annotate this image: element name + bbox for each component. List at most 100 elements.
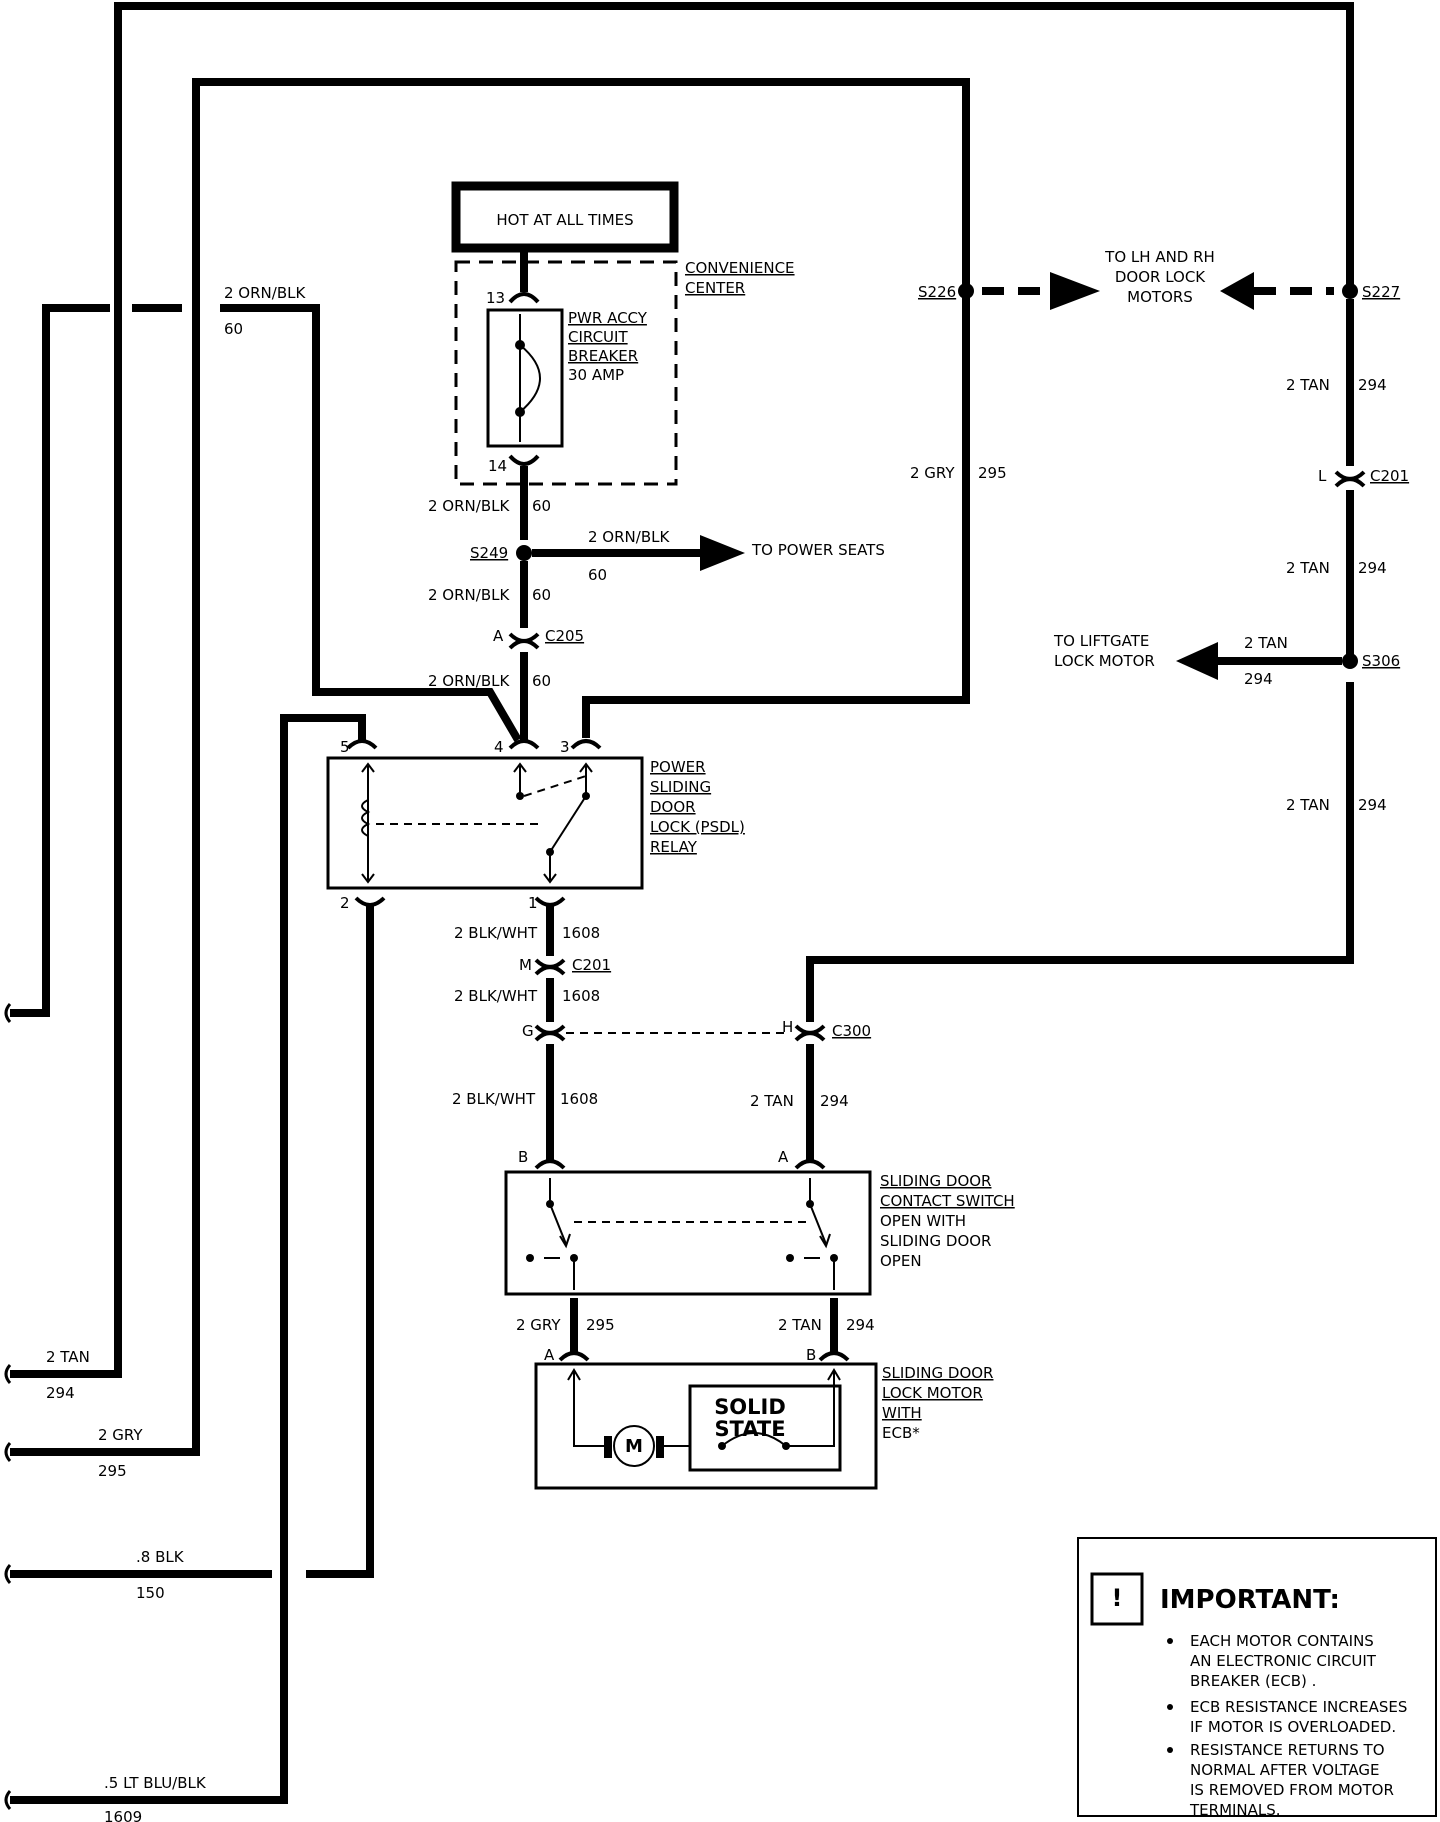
wire-label-tan-motor: 2 TAN [778, 1316, 822, 1334]
switch-label-4: SLIDING DOOR [880, 1232, 991, 1250]
motor-label-3: WITH [882, 1404, 922, 1422]
connector-13 [508, 292, 540, 304]
circ-label-1608-2: 1608 [562, 987, 600, 1005]
motor-label-4: ECB* [882, 1424, 920, 1442]
important-b1-l2: AN ELECTRONIC CIRCUIT [1190, 1652, 1377, 1670]
circ-label-294-liftgate: 294 [1244, 670, 1273, 688]
circ-label-60-3: 60 [532, 672, 551, 690]
left-hook-5 [4, 1790, 12, 1810]
wire-label-blkwht-1: 2 BLK/WHT [454, 924, 538, 942]
important-b3-l1: RESISTANCE RETURNS TO [1190, 1741, 1385, 1759]
switch-pin-b: B [518, 1148, 528, 1166]
s226-label: S226 [918, 283, 956, 301]
relay-coil-arrow-top [361, 762, 375, 773]
left-wire-tan: 2 TAN [46, 1348, 90, 1366]
wire-label-tan-r2: 2 TAN [1286, 559, 1330, 577]
connector-relay-5 [346, 739, 378, 750]
switch-right-open-dot [786, 1254, 794, 1262]
relay-contact-3-arrow [579, 762, 593, 773]
circ-label-295-right: 295 [978, 464, 1007, 482]
left-hook-3 [4, 1442, 12, 1462]
switch-left-arrow [559, 1233, 571, 1249]
motor-label-1: SLIDING DOOR [882, 1364, 993, 1382]
left-circ-1609: 1609 [104, 1808, 142, 1822]
motor-circle [613, 1425, 655, 1467]
hot-label: HOT AT ALL TIMES [496, 211, 633, 229]
wire-blk-150-right [306, 904, 374, 1578]
motor-pin-a: A [544, 1346, 555, 1364]
wire-label-orn-2: 2 ORN/BLK [428, 586, 510, 604]
left-hook-4 [4, 1564, 12, 1584]
convenience-center-label-2: CENTER [685, 279, 745, 297]
relay-label-5: RELAY [650, 838, 698, 856]
solid-state-arc [721, 1432, 787, 1447]
relay-dashed [523, 775, 587, 797]
c201-pin-m: M [519, 956, 532, 974]
arrow-to-power-seats [700, 535, 745, 571]
connector-relay-2 [354, 896, 386, 907]
wire-orn-blk-60-left [10, 304, 110, 1017]
left-wire-gry: 2 GRY [98, 1426, 143, 1444]
switch-right-arrow [819, 1233, 831, 1249]
circ-label-294-switch: 294 [820, 1092, 849, 1110]
connector-c201l-bottom [1334, 477, 1366, 488]
liftgate-label-2: LOCK MOTOR [1054, 652, 1155, 670]
switch-left-arm [549, 1203, 567, 1245]
important-b1-l3: BREAKER (ECB) . [1190, 1672, 1316, 1690]
motor-brush-right [656, 1436, 664, 1458]
important-b2-l2: IF MOTOR IS OVERLOADED. [1190, 1718, 1396, 1736]
important-title: IMPORTANT: [1160, 1585, 1340, 1615]
solid-state-1: SOLID [714, 1395, 786, 1419]
circ-label-1608-3: 1608 [560, 1090, 598, 1108]
important-b1-l1: EACH MOTOR CONTAINS [1190, 1632, 1374, 1650]
wire-label-gry-right: 2 GRY [910, 464, 955, 482]
motor-circuit-left [573, 1372, 608, 1447]
wire-gry-295-outer [10, 78, 970, 1456]
splice-s226 [958, 283, 974, 299]
bullet-2 [1167, 1704, 1173, 1710]
circ-label-294-r3: 294 [1358, 796, 1387, 814]
circ-label-60-seats: 60 [588, 566, 607, 584]
breaker-label-3: BREAKER [568, 347, 638, 365]
arrow-to-door-lock-right [1220, 272, 1254, 310]
motor-circuit-right-arrow [827, 1368, 841, 1381]
wire-label-blkwht-3: 2 BLK/WHT [452, 1090, 536, 1108]
arrow-to-liftgate [1176, 642, 1218, 680]
circ-label-60-1: 60 [532, 497, 551, 515]
wire-tan-294-outer [10, 2, 1354, 1378]
breaker-box [486, 308, 564, 448]
breaker-label-2: CIRCUIT [568, 328, 628, 346]
relay-contact-4-dot [516, 792, 524, 800]
wire-label-tan-r1: 2 TAN [1286, 376, 1330, 394]
important-b3-l4: TERMINALS. [1189, 1801, 1281, 1819]
relay-label-1: POWER [650, 758, 706, 776]
switch-left-open-dot [526, 1254, 534, 1262]
motor-circuit-right [786, 1372, 835, 1447]
connector-c201m-bottom [534, 965, 566, 976]
hot-at-all-times-box [451, 181, 679, 253]
breaker-label-4: 30 AMP [568, 366, 624, 384]
left-circ-294: 294 [46, 1384, 75, 1402]
splice-s227 [1342, 283, 1358, 299]
left-hook-2 [4, 1364, 12, 1384]
wire-label-gry-motor: 2 GRY [516, 1316, 561, 1334]
door-lock-label-1: TO LH AND RH [1104, 248, 1215, 266]
wire-label-orn-1: 2 ORN/BLK [428, 497, 510, 515]
c300-label: C300 [832, 1022, 871, 1040]
switch-label-1: SLIDING DOOR [880, 1172, 991, 1190]
wire-label-orn-seats: 2 ORN/BLK [588, 528, 670, 546]
splice-s306 [1342, 653, 1358, 669]
motor-m: M [625, 1436, 643, 1457]
s249-label: S249 [470, 544, 508, 562]
wire-orn-blk-60-run [220, 304, 522, 743]
important-b3-l2: NORMAL AFTER VOLTAGE [1190, 1761, 1379, 1779]
bullet-1 [1167, 1638, 1173, 1644]
left-hook-1 [4, 1003, 12, 1023]
liftgate-label-1: TO LIFTGATE [1053, 632, 1149, 650]
relay-contact-4-arrow [513, 762, 527, 773]
wire-label-blkwht-2: 2 BLK/WHT [454, 987, 538, 1005]
circ-label-294-r2: 294 [1358, 559, 1387, 577]
c201-label-m: C201 [572, 956, 611, 974]
connector-switch-b [534, 1159, 566, 1170]
